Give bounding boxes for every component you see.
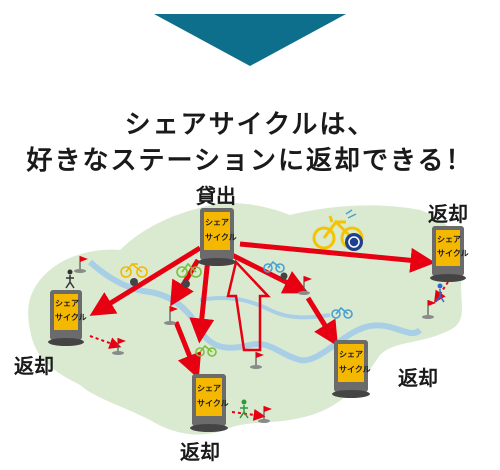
station-kiosk-icon [48,208,466,432]
headline-line2: 好きなステーションに返却できる！ [26,146,474,176]
flag-icon [79,256,436,420]
route-to-bottom [189,257,215,344]
station-sign-line1: シェア [437,235,461,244]
river [87,259,423,364]
station-sign-line1: シェア [197,384,221,393]
label-rent: 貸出 [196,184,236,208]
down-arrow-banner [154,14,346,66]
hollow-arrow [226,259,271,352]
station-sign-line1: シェア [339,350,363,359]
station-sign-line2: サイクル [437,248,469,258]
walking-person-icon [65,269,445,419]
bicycle-icon-large [312,209,364,251]
route-to-top-right [239,241,436,273]
label-return-top-right: 返却 [428,202,468,226]
station-sign-line2: サイクル [55,312,87,322]
station-sign-line2: サイクル [197,398,229,408]
label-return-left: 返却 [14,354,54,378]
station-sign-line1: シェア [55,299,79,308]
bicycle-icon [120,260,353,357]
headline-line1: シェアサイクルは、 [124,110,376,140]
label-return-right: 返却 [398,366,438,390]
station-sign-line2: サイクル [205,232,237,242]
station-sign-line1: シェア [205,218,229,227]
label-return-bottom: 返却 [180,440,220,464]
map-land [28,203,465,435]
route-to-left [89,245,202,316]
station-sign-line2: サイクル [339,364,371,374]
